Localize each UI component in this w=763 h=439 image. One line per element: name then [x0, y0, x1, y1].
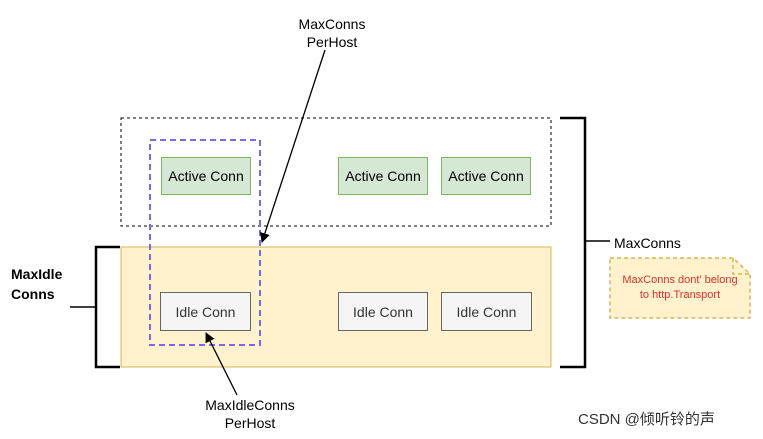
- max-idle-conns-line-2: Conns: [11, 286, 55, 302]
- note-line-2: to http.Transport: [639, 289, 721, 301]
- note-line-1: MaxConns dont' belong: [622, 274, 738, 286]
- max-idle-conns-per-host-line-1: MaxIdleConns: [205, 397, 295, 413]
- active-conn-box-2: Active Conn: [338, 157, 428, 195]
- max-idle-conns-line-1: MaxIdle: [11, 266, 63, 282]
- note-fold: [732, 258, 750, 275]
- idle-conn-box-1: Idle Conn: [160, 292, 251, 331]
- active-conn-box-3: Active Conn: [441, 157, 531, 195]
- max-conns-per-host-line-2: PerHost: [306, 34, 358, 50]
- max-idle-conns-label: MaxIdle Conns: [11, 264, 62, 304]
- max-conns-per-host-arrow: [260, 49, 326, 243]
- idle-conn-label: Idle Conn: [456, 303, 517, 320]
- max-idle-conns-per-host-line-2: PerHost: [224, 415, 276, 431]
- idle-conn-box-3: Idle Conn: [441, 292, 532, 331]
- max-idle-conns-per-host-arrow: [205, 332, 238, 396]
- idle-conn-box-2: Idle Conn: [338, 292, 428, 331]
- per-host-region: [149, 139, 261, 346]
- max-conns-per-host-label: MaxConns PerHost: [282, 15, 382, 51]
- idle-conn-label: Idle Conn: [175, 303, 236, 320]
- idle-conn-label: Idle Conn: [353, 303, 413, 320]
- note-shape: [609, 257, 751, 319]
- note-text: MaxConns dont' belong to http.Transport: [610, 273, 750, 303]
- active-region: [120, 117, 552, 227]
- active-conn-label: Active Conn: [448, 168, 524, 184]
- watermark: CSDN @倾听铃的声: [578, 411, 715, 428]
- active-conn-box-1: Active Conn: [161, 157, 251, 195]
- active-conn-label: Active Conn: [345, 168, 421, 184]
- active-conn-label: Active Conn: [168, 168, 244, 184]
- max-idle-conns-bracket: [94, 245, 120, 369]
- max-conns-bracket: [560, 116, 587, 369]
- max-conns-per-host-line-1: MaxConns: [298, 16, 366, 32]
- max-idle-conns-per-host-label: MaxIdleConns PerHost: [194, 396, 306, 432]
- max-conns-label: MaxConns: [614, 235, 681, 251]
